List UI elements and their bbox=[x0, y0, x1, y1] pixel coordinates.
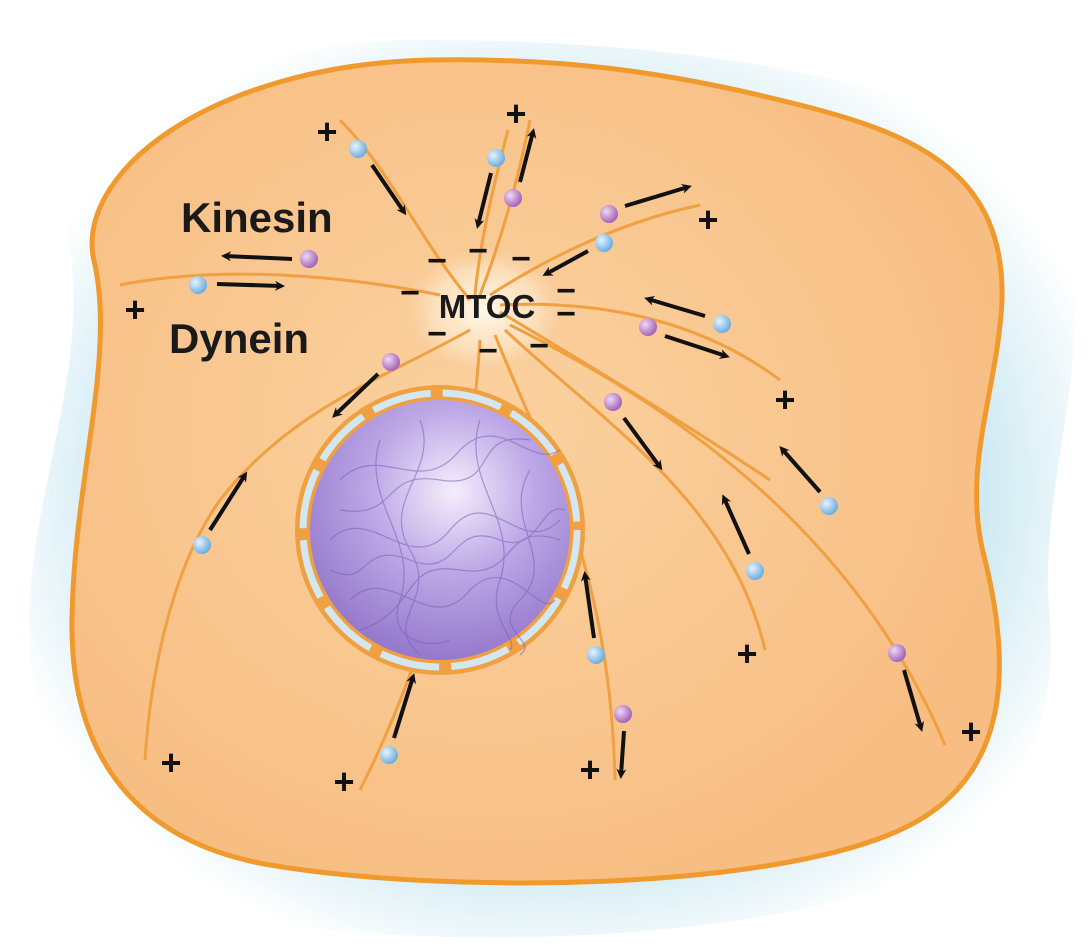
arrow bbox=[664, 334, 730, 359]
kinesin-motor bbox=[639, 318, 657, 336]
minus-sign: − bbox=[400, 274, 420, 312]
microtubule bbox=[473, 129, 510, 296]
motion-arrows bbox=[208, 128, 925, 779]
dynein-motor bbox=[487, 149, 505, 167]
arrow bbox=[721, 494, 751, 555]
plus-sign: + bbox=[697, 199, 718, 240]
arrow bbox=[542, 249, 589, 276]
minus-sign: − bbox=[556, 295, 576, 333]
arrow bbox=[474, 172, 493, 229]
kinesin-motor bbox=[504, 189, 522, 207]
arrow bbox=[208, 471, 248, 532]
dynein-label: Dynein bbox=[169, 315, 309, 362]
mtoc-label: MTOC bbox=[439, 288, 536, 325]
arrow bbox=[332, 372, 380, 418]
dynein-motor bbox=[746, 562, 764, 580]
minus-sign: − bbox=[511, 240, 531, 278]
plus-sign: + bbox=[960, 711, 981, 752]
arrow bbox=[580, 571, 596, 639]
minus-sign: − bbox=[427, 242, 447, 280]
plus-sign: + bbox=[316, 111, 337, 152]
arrow bbox=[622, 416, 663, 471]
kinesin-motor bbox=[614, 705, 632, 723]
plus-sign: + bbox=[124, 289, 145, 330]
dynein-motor bbox=[820, 497, 838, 515]
minus-sign: − bbox=[529, 327, 549, 365]
dynein-motor bbox=[595, 234, 613, 252]
kinesin-motor bbox=[604, 393, 622, 411]
plus-ends: + + + + + + + + + + bbox=[124, 93, 981, 802]
kinesin-motor bbox=[300, 250, 318, 268]
minus-sign: − bbox=[427, 315, 447, 353]
minus-ends: − − − − − − − − − bbox=[400, 232, 576, 370]
arrow bbox=[518, 128, 537, 183]
arrow bbox=[779, 446, 822, 494]
minus-sign: − bbox=[556, 272, 576, 310]
plus-sign: + bbox=[736, 633, 757, 674]
microtubule bbox=[143, 328, 471, 761]
chromatin bbox=[329, 419, 566, 656]
motors bbox=[189, 140, 906, 764]
arrow bbox=[644, 295, 706, 318]
dynein-motor bbox=[193, 536, 211, 554]
arrow bbox=[902, 669, 925, 732]
plus-sign: + bbox=[505, 93, 526, 134]
plus-sign: + bbox=[774, 379, 795, 420]
plus-sign: + bbox=[579, 749, 600, 790]
minus-sign: − bbox=[478, 332, 498, 370]
minus-sign: − bbox=[468, 232, 488, 270]
arrow bbox=[221, 251, 293, 262]
arrow bbox=[392, 673, 416, 739]
dynein-motor bbox=[587, 646, 605, 664]
plus-sign: + bbox=[160, 742, 181, 783]
kinesin-motor bbox=[600, 205, 618, 223]
microtubule bbox=[119, 272, 441, 297]
arrow bbox=[370, 163, 407, 216]
kinesin-label: Kinesin bbox=[181, 194, 333, 241]
nucleus bbox=[295, 385, 585, 675]
plus-sign: + bbox=[333, 761, 354, 802]
dynein-motor bbox=[349, 140, 367, 158]
kinesin-motor bbox=[382, 353, 400, 371]
nuclear-envelope-lumen bbox=[299, 389, 581, 671]
arrow bbox=[624, 183, 692, 208]
arrow bbox=[616, 730, 627, 779]
microtubule bbox=[489, 203, 701, 297]
nucleoplasm bbox=[310, 400, 570, 660]
dynein-motor bbox=[380, 746, 398, 764]
dynein-motor bbox=[189, 276, 207, 294]
arrow bbox=[216, 280, 285, 291]
kinesin-motor bbox=[888, 644, 906, 662]
dynein-motor bbox=[713, 315, 731, 333]
